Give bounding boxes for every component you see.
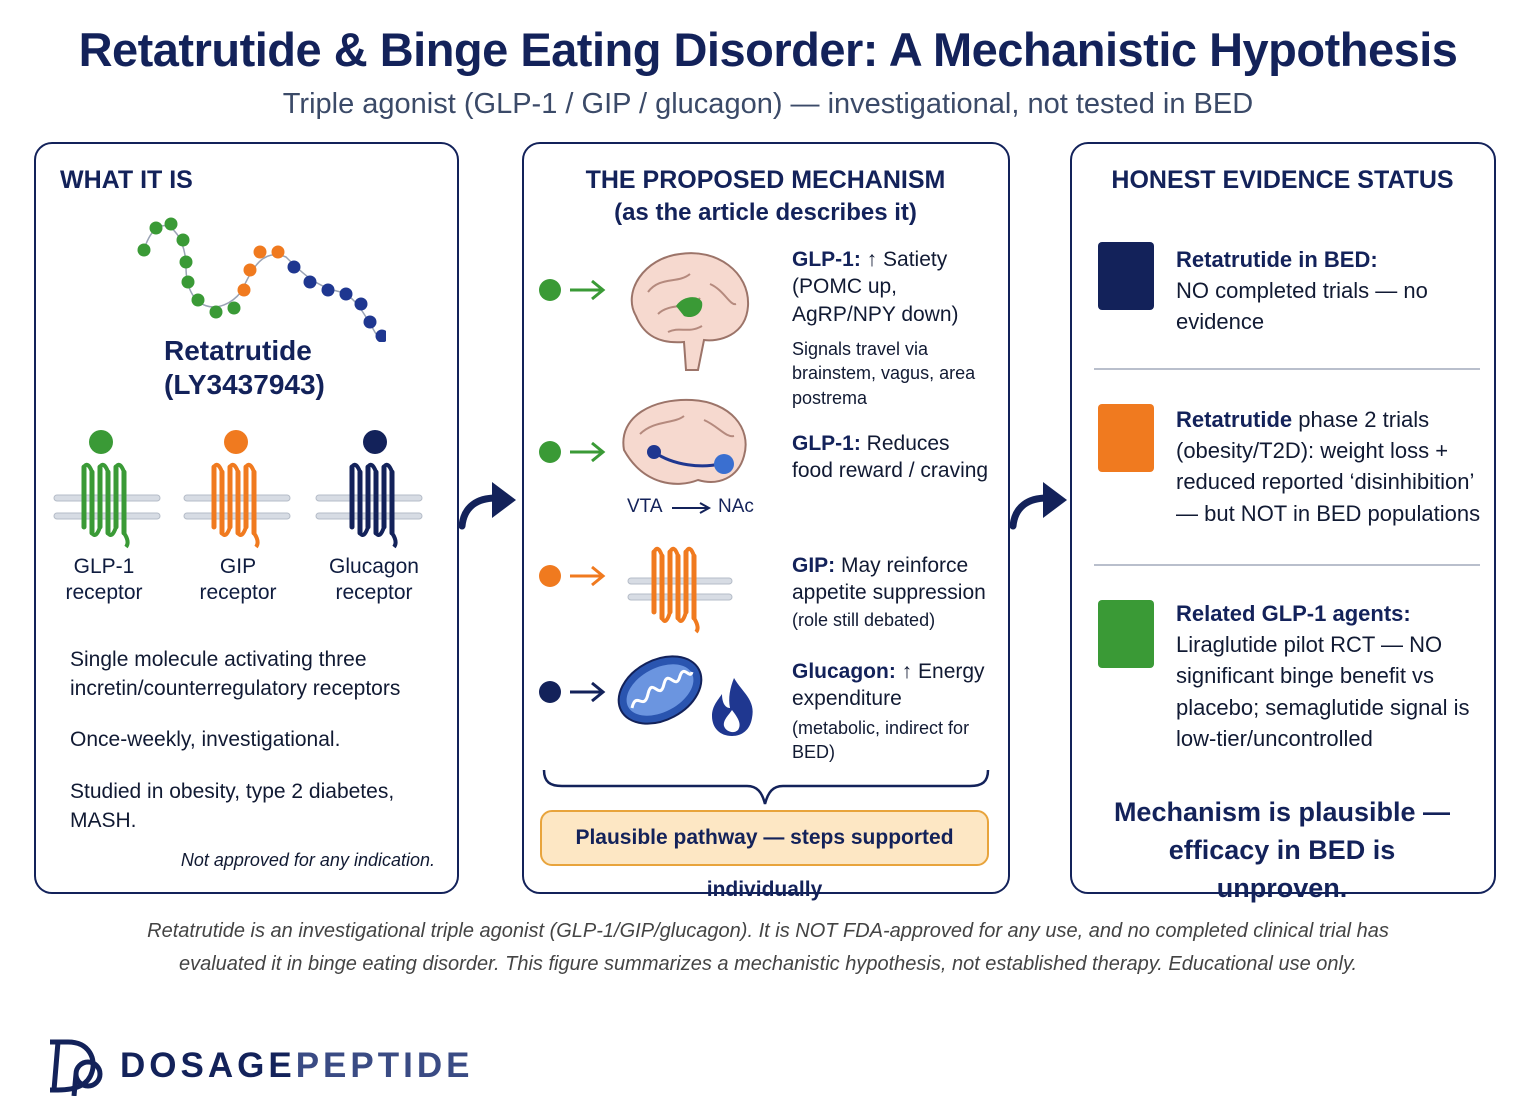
- panel-heading-what-it-is: WHAT IT IS: [60, 166, 193, 194]
- nac-label: NAc: [718, 496, 754, 517]
- evidence-divider: [1094, 368, 1480, 370]
- peptide-chain-icon: [137, 217, 386, 342]
- disclaimer-line-1: Retatrutide is an investigational triple…: [147, 920, 1389, 942]
- vta-label: VTA: [627, 496, 663, 517]
- brain-reward-pathway-icon: [622, 398, 747, 485]
- panel-evidence-status: HONEST EVIDENCE STATUS Retatrutide in BE…: [1070, 142, 1496, 903]
- molecule-description: Single molecule activating three increti…: [70, 648, 401, 700]
- panel-what-it-is: WHAT IT IS Retatrutide (LY3437943): [34, 142, 459, 894]
- brand-wordmark: DOSAGEPEPTIDE: [120, 1046, 474, 1085]
- flame-icon: [712, 678, 753, 736]
- evidence-swatch-none: [1098, 242, 1154, 310]
- glp1-arrow-icon: [539, 279, 606, 301]
- studied-indications: Studied in obesity, type 2 diabetes, MAS…: [70, 780, 395, 832]
- approval-note: Not approved for any indication.: [180, 850, 435, 870]
- mechanism-step-reward: GLP-1: Reduces food reward / craving: [792, 432, 989, 483]
- panel-heading-evidence: HONEST EVIDENCE STATUS: [1111, 166, 1454, 194]
- mechanism-step-glucagon-note: (metabolic, indirect for BED): [792, 718, 970, 763]
- mechanism-step-glucagon: Glucagon: ↑ Energy expenditure: [792, 660, 985, 711]
- panel-subheading-mechanism: (as the article describes it): [614, 199, 917, 226]
- page-subtitle: Triple agonist (GLP-1 / GIP / glucagon) …: [282, 88, 1254, 120]
- arrow-right-icon: [1009, 482, 1067, 530]
- mechanism-step-gip: GIP: May reinforce appetite suppression: [792, 554, 986, 605]
- brace-divider: [542, 769, 990, 805]
- evidence-item-related: Related GLP-1 agents:Liraglutide pilot R…: [1176, 601, 1470, 751]
- evidence-swatch-related: [1098, 600, 1154, 668]
- evidence-swatch-phase2: [1098, 404, 1154, 472]
- mechanism-step-satiety-note: Signals travel via brainstem, vagus, are…: [792, 339, 976, 408]
- gip-arrow-icon: [539, 565, 606, 587]
- glucagon-receptor-icon: [315, 430, 423, 549]
- glp1-arrow-icon: [539, 441, 606, 463]
- gip-receptor-icon: [183, 430, 291, 549]
- evidence-divider: [1094, 564, 1480, 566]
- evidence-item-bed: Retatrutide in BED:NO completed trials —…: [1176, 247, 1428, 335]
- evidence-item-phase2: Retatrutide phase 2 trials (obesity/T2D)…: [1176, 407, 1481, 526]
- arrow-right-icon: [672, 502, 712, 514]
- plausible-pathway-callout: Plausible pathway — steps supported indi…: [540, 810, 989, 901]
- arrow-right-icon: [458, 482, 516, 530]
- mechanism-step-gip-note: (role still debated): [792, 610, 936, 630]
- disclaimer-line-2: evaluated it in binge eating disorder. T…: [178, 953, 1358, 975]
- brand-logo-icon: [50, 1039, 103, 1096]
- molecule-name: Retatrutide (LY3437943): [164, 335, 325, 400]
- glucagon-arrow-icon: [539, 681, 606, 703]
- evidence-conclusion: Mechanism is plausible — efficacy in BED…: [1113, 797, 1451, 903]
- mechanism-step-satiety: GLP-1: ↑ Satiety (POMC up, AgRP/NPY down…: [792, 248, 959, 326]
- panel-heading-mechanism: THE PROPOSED MECHANISM: [585, 166, 946, 194]
- glp1-receptor-icon: [53, 430, 161, 549]
- mitochondrion-icon: [617, 655, 703, 725]
- gip-receptor-icon: [627, 546, 733, 634]
- dosing-note: Once-weekly, investigational.: [70, 728, 341, 751]
- panel-proposed-mechanism: THE PROPOSED MECHANISM (as the article d…: [522, 142, 1010, 894]
- page-title: Retatrutide & Binge Eating Disorder: A M…: [78, 23, 1458, 76]
- brain-hypothalamus-icon: [630, 252, 750, 371]
